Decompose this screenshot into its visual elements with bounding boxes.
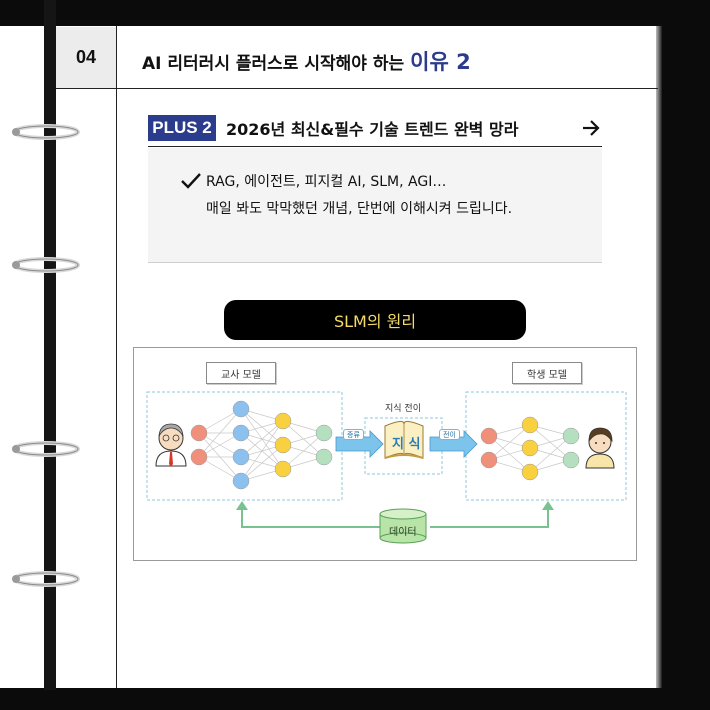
student-node [480, 451, 498, 469]
database-label: 데이터 [389, 527, 417, 538]
binder-ring-icon [12, 257, 80, 273]
distill-tag: 증류 [343, 429, 364, 440]
transfer-label: 지식 전이 [385, 404, 421, 414]
arrow-right-icon[interactable] [580, 117, 602, 139]
binder-ring-icon [12, 124, 80, 140]
binder-ring-icon [12, 571, 80, 587]
student-node [562, 427, 580, 445]
teacher-node [190, 424, 208, 442]
teacher-model-label: 교사 모델 [206, 362, 276, 384]
teacher-node [274, 460, 292, 478]
teacher-connections [198, 408, 325, 482]
student-avatar-icon [585, 427, 615, 469]
student-node [562, 451, 580, 469]
student-node [521, 416, 539, 434]
transfer-tag: 전이 [439, 429, 460, 440]
checklist-line-1: RAG, 에이전트, 피지컬 AI, SLM, AGI… [206, 174, 447, 190]
diagram-canvas [146, 391, 627, 544]
plus-header[interactable]: PLUS 2 2026년 최신&필수 기술 트렌드 완벽 망라 [148, 114, 602, 146]
page-title-highlight: 이유 2 [410, 50, 471, 74]
page-edge-shadow [656, 26, 662, 688]
binder-ring-icon [12, 441, 80, 457]
checklist-line-2: 매일 봐도 막막했던 개념, 단번에 이해시켜 드립니다. [206, 201, 513, 217]
binder-spine [44, 0, 56, 690]
checklist-box [148, 148, 602, 263]
checkmark-icon [181, 173, 201, 189]
teacher-node [232, 424, 250, 442]
page-title: AI 리터러시 플러스로 시작해야 하는 이유 2 [142, 46, 471, 78]
student-node [480, 427, 498, 445]
plus-badge: PLUS 2 [148, 115, 216, 141]
teacher-node [232, 472, 250, 490]
slm-diagram: 교사 모델 학생 모델 지식 전이 증류 전이 지 식 데이터 [133, 347, 637, 561]
teacher-node [232, 400, 250, 418]
teacher-node [190, 448, 208, 466]
data-loop-left [241, 506, 380, 528]
margin-line [116, 26, 117, 688]
page-title-text: AI 리터러시 플러스로 시작해야 하는 [142, 54, 405, 74]
teacher-node [274, 412, 292, 430]
book-icon [384, 420, 424, 459]
data-loop-right [430, 506, 549, 528]
teacher-node [232, 448, 250, 466]
section-number: 04 [56, 27, 116, 88]
student-node [521, 463, 539, 481]
teacher-node [274, 436, 292, 454]
section-title-pill: SLM의 원리 [224, 300, 526, 340]
teacher-node [315, 424, 333, 442]
student-node [521, 439, 539, 457]
plus-divider [148, 146, 602, 147]
student-model-label: 학생 모델 [512, 362, 582, 384]
header-line [56, 88, 658, 89]
database-icon [379, 508, 427, 544]
teacher-avatar-icon [155, 423, 187, 467]
book-text: 지 식 [392, 437, 421, 452]
teacher-node [315, 448, 333, 466]
teacher-frame [146, 391, 343, 501]
plus-title: 2026년 최신&필수 기술 트렌드 완벽 망라 [226, 120, 519, 139]
